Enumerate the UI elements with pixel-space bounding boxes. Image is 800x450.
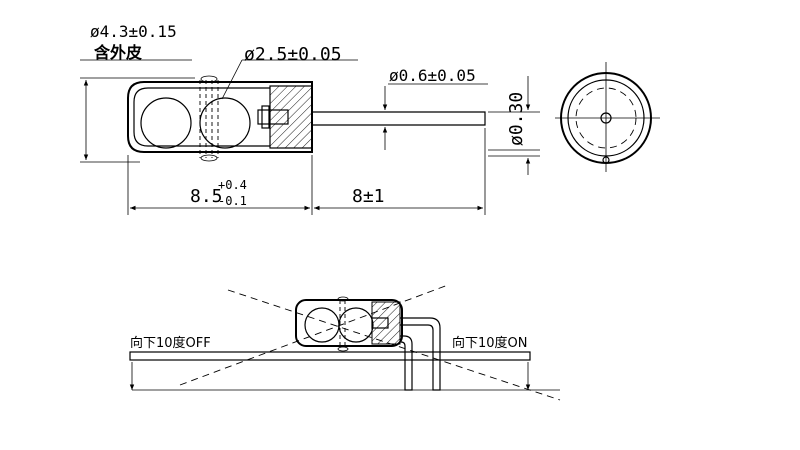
dim-pin-diameter: ø0.6±0.05	[382, 66, 488, 150]
body-length-tol-lower: -0.1	[218, 194, 247, 208]
ball-diameter-label: ø2.5±0.05	[244, 44, 342, 65]
tilt-lead-inner	[400, 335, 413, 391]
end-view	[555, 62, 660, 172]
dim-lengths: 8.5 +0.4 -0.1 8±1	[127, 128, 486, 215]
contact-pin-head	[261, 105, 270, 129]
dim-pin-spacing: ø0.30	[488, 76, 540, 175]
dim-outer-diameter: ø4.3±0.15 含外皮	[80, 22, 195, 163]
contact-pin	[257, 109, 289, 125]
ball-left	[140, 97, 192, 149]
lead-wire	[312, 111, 486, 126]
outer-diameter-label: ø4.3±0.15	[90, 22, 177, 41]
end-mid-circle	[567, 79, 645, 157]
shell-inner	[133, 87, 270, 147]
ball-right	[199, 97, 251, 149]
includes-sleeve-label: 含外皮	[94, 43, 142, 62]
end-lower-pin	[602, 156, 610, 164]
tilt-ball-right	[338, 307, 374, 343]
ring-top	[200, 75, 218, 83]
pcb-board	[129, 351, 531, 361]
ring-bottom	[200, 154, 218, 162]
base-hatched	[269, 85, 313, 149]
body-outline	[127, 81, 313, 153]
tilt-off-label: 向下10度OFF	[130, 335, 211, 351]
pin-diameter-label: ø0.6±0.05	[389, 66, 476, 85]
end-dashed-circle	[575, 87, 637, 149]
end-center-pin	[600, 112, 612, 124]
body-length-tol-upper: +0.4	[218, 178, 247, 192]
tilt-on-label: 向下10度ON	[452, 335, 528, 351]
tilt-body	[295, 299, 403, 347]
body-length-base: 8.5	[190, 186, 223, 207]
lead-length-label: 8±1	[352, 186, 385, 207]
tilt-contact	[371, 317, 389, 329]
tilt-lead-outer	[400, 317, 441, 391]
dim-ball-diameter: ø2.5±0.05	[221, 44, 358, 100]
pin-spacing-label: ø0.30	[506, 92, 527, 146]
sleeve-dashed	[199, 80, 219, 158]
tilt-view: 向下10度OFF 向下10度ON	[129, 284, 561, 401]
tilt-base-hatched	[371, 301, 401, 345]
side-view	[127, 75, 486, 162]
